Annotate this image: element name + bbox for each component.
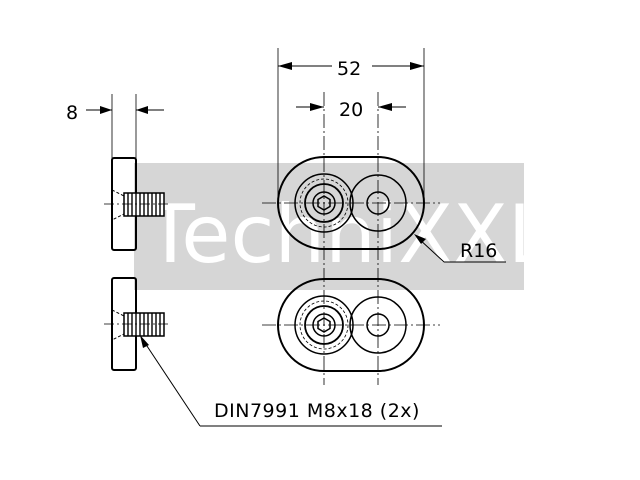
dimension-overall-length — [277, 48, 425, 203]
hex-socket-icon-bottom — [317, 317, 331, 333]
screw-spec-note: DIN7991 M8x18 (2x) — [214, 400, 420, 422]
plate-outline-bottom — [277, 278, 425, 372]
side-view-top — [104, 157, 170, 251]
dim-label-radius: R16 — [460, 240, 497, 262]
dim-label-thickness: 8 — [66, 102, 78, 124]
radius-leader — [414, 234, 506, 263]
countersink-hidden-bottom — [111, 309, 125, 341]
plan-view-bottom — [262, 278, 440, 372]
screw-note-leader — [140, 335, 442, 427]
dim-label-hole-spacing: 20 — [339, 99, 363, 121]
dim-label-overall-length: 52 — [337, 58, 361, 80]
dimension-thickness — [86, 94, 164, 158]
dimension-hole-spacing — [296, 103, 406, 111]
screw-thread-top — [127, 193, 161, 216]
countersink-hidden-top — [111, 189, 125, 221]
watermark-text: TechniXXL — [145, 188, 553, 281]
side-view-bottom — [104, 277, 170, 371]
screw-thread-bottom — [127, 313, 161, 336]
vertical-centerlines — [323, 92, 379, 385]
